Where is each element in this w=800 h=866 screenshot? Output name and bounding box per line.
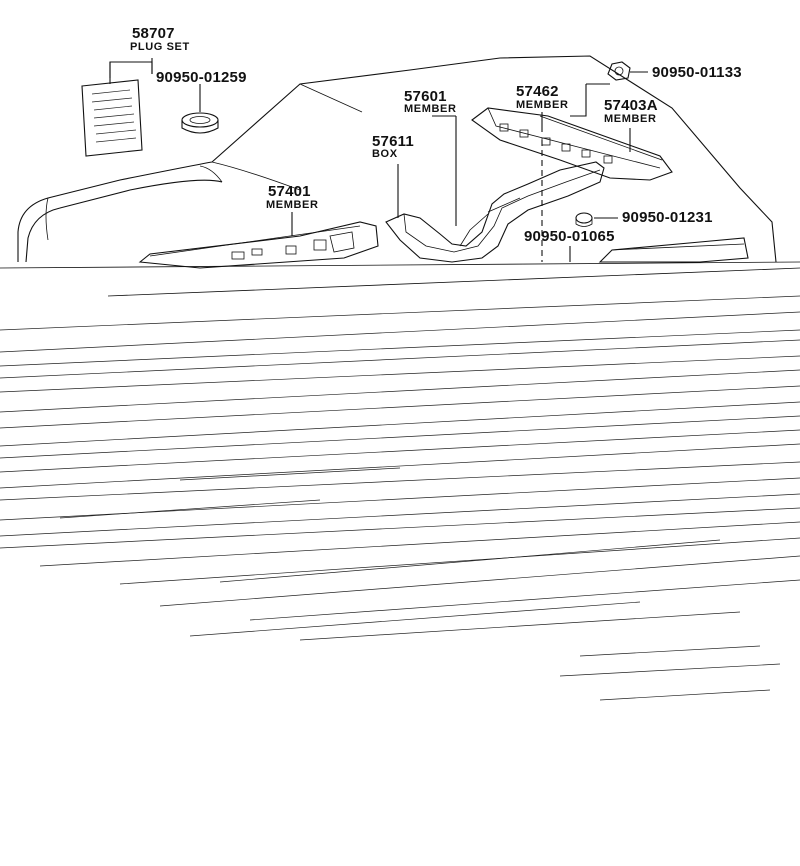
body-outline bbox=[17, 55, 777, 263]
part-name-57401: MEMBER bbox=[266, 199, 319, 211]
part-number-90950-01133: 90950-01133 bbox=[652, 64, 742, 81]
grommet-01133 bbox=[607, 61, 631, 81]
part-label-58707: 58707 PLUG SET bbox=[130, 25, 190, 53]
part-number-57403A: 57403A bbox=[604, 97, 658, 114]
member-57401-shape bbox=[138, 221, 379, 269]
part-label-90950-01231: 90950-01231 bbox=[622, 209, 713, 226]
part-number-90950-01065: 90950-01065 bbox=[524, 228, 615, 245]
part-label-57462: 57462 MEMBER bbox=[516, 83, 569, 111]
part-label-90950-01133: 90950-01133 bbox=[652, 64, 742, 81]
part-number-90950-01231: 90950-01231 bbox=[622, 209, 713, 226]
part-name-58707: PLUG SET bbox=[130, 41, 190, 53]
member-57601-shape bbox=[385, 161, 605, 263]
part-number-57401: 57401 bbox=[268, 183, 311, 200]
part-label-57611: 57611 BOX bbox=[372, 133, 414, 160]
part-name-57462: MEMBER bbox=[516, 99, 569, 111]
floor-hatching bbox=[0, 261, 800, 701]
part-label-90950-01259: 90950-01259 bbox=[156, 69, 247, 86]
grommet-01231 bbox=[575, 212, 593, 227]
part-label-57601: 57601 MEMBER bbox=[404, 88, 457, 115]
part-number-57611: 57611 bbox=[372, 133, 414, 150]
grommet-01259 bbox=[181, 112, 219, 134]
part-label-57401: 57401 MEMBER bbox=[266, 183, 319, 211]
part-label-57403A: 57403A MEMBER bbox=[604, 97, 658, 125]
part-number-90950-01259: 90950-01259 bbox=[156, 69, 247, 86]
part-number-57462: 57462 bbox=[516, 83, 559, 100]
plug-set-card bbox=[81, 79, 143, 157]
leader-lines bbox=[109, 58, 648, 262]
part-number-57601: 57601 bbox=[404, 88, 447, 105]
part-number-58707: 58707 bbox=[132, 25, 175, 42]
part-label-90950-01065: 90950-01065 bbox=[524, 228, 615, 245]
member-right-shape bbox=[598, 237, 749, 263]
part-name-57403A: MEMBER bbox=[604, 113, 657, 125]
part-name-57611: BOX bbox=[372, 148, 398, 160]
part-name-57601: MEMBER bbox=[404, 103, 457, 115]
member-57462-shape bbox=[471, 107, 673, 181]
